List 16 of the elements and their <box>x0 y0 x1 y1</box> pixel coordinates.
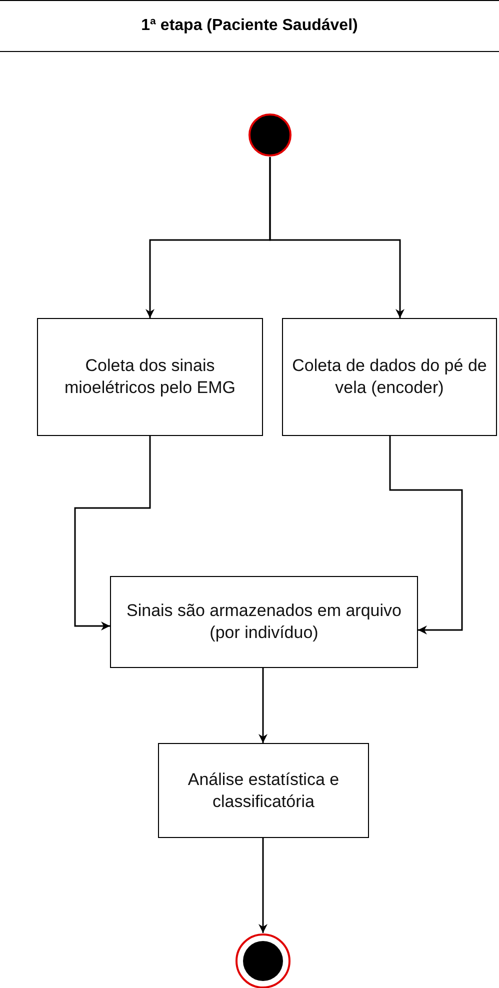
arrow <box>269 157 404 318</box>
box-text: Coleta de dados do pé de vela (encoder) <box>291 355 488 399</box>
arrow <box>74 436 151 630</box>
title: 1ª etapa (Paciente Saudável) <box>141 17 358 35</box>
process-box <box>158 743 369 838</box>
process-box <box>282 318 497 436</box>
box-text: Sinais são armazenados em arquivo (por indivíduo) <box>126 600 402 644</box>
process-box <box>37 318 263 436</box>
box-text: Coleta dos sinais mioelétricos pelo EMG <box>63 355 236 399</box>
process-box <box>110 576 418 668</box>
arrow <box>258 668 268 743</box>
start-node <box>248 113 292 157</box>
box-text: Análise estatística e classificatória <box>186 768 340 812</box>
end-node <box>235 933 291 988</box>
arrow <box>389 436 463 634</box>
arrow <box>258 838 268 933</box>
